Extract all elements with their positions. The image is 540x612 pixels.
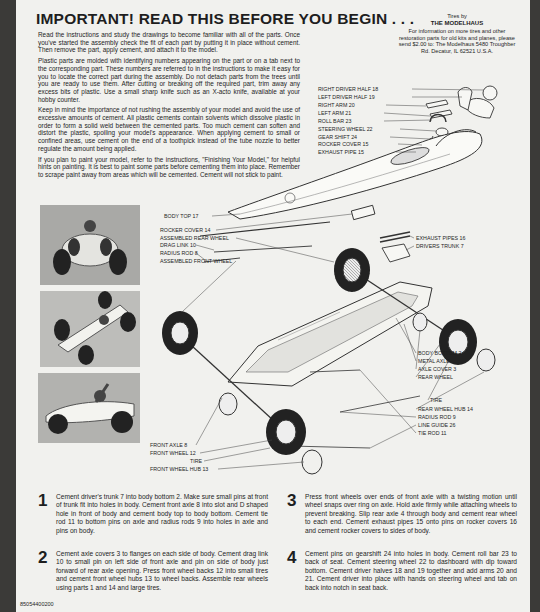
instruction-paragraph: If you plan to paint your model, refer t…	[38, 156, 300, 179]
part-callout: GEAR SHIFT 24	[318, 134, 357, 140]
part-callout: ASSEMBLED FRONT WHEEL	[160, 258, 232, 264]
step-text: Cement pins on gearshift 24 into holes i…	[305, 550, 517, 592]
part-callout: ASSEMBLED REAR WHEEL	[160, 235, 229, 241]
part-callout: ROCKER COVER 15	[318, 141, 368, 147]
step-number: 1	[38, 492, 47, 509]
instruction-paragraph: Read the instructions and study the draw…	[38, 31, 300, 54]
photo-top	[40, 291, 140, 367]
leader-lines	[182, 89, 484, 469]
photo-front	[40, 205, 140, 285]
part-callout: FRONT AXLE 8	[150, 442, 187, 448]
step-number: 2	[38, 549, 47, 566]
supplier-text: THE MODELHAUS	[398, 20, 516, 27]
part-callout: ROLL BAR 23	[318, 118, 351, 124]
instruction-paragraph: Keep in mind the importance of not rushi…	[38, 106, 300, 152]
part-callout: LEFT DRIVER HALF 19	[318, 94, 375, 100]
part-callout: BODY TOP 17	[164, 213, 198, 219]
part-callout: LEFT ARM 21	[318, 110, 351, 116]
step-text: Cement axle covers 3 to flanges on each …	[56, 550, 268, 592]
part-callout: TIRE	[190, 458, 202, 464]
part-callout: FRONT WHEEL 12	[150, 450, 196, 456]
part-callout: EXHAUST PIPE 15	[318, 149, 364, 155]
part-callout: BODY BOTTOM 2	[418, 350, 461, 356]
step-text: Press front wheels over ends of front ax…	[305, 493, 517, 535]
part-callout: DRAG LINK 10	[160, 242, 196, 248]
wheels	[162, 248, 495, 474]
part-callout: AXLE COVER 3	[418, 366, 456, 372]
step-number: 4	[287, 549, 296, 566]
part-callout: METAL AXLE	[418, 358, 450, 364]
supplier-note: Tires byTHE MODELHAUSFor information on …	[398, 13, 516, 55]
part-callout: RADIUS ROD 8	[160, 250, 198, 256]
part-callout: RIGHT ARM 20	[318, 102, 355, 108]
body-bottom	[228, 282, 432, 386]
part-callout: EXHAUST PIPES 16	[416, 235, 465, 241]
intro-column: Read the instructions and study the draw…	[38, 31, 300, 182]
part-callout: ROCKER COVER 14	[160, 227, 210, 233]
step-number: 3	[287, 492, 296, 509]
part-callout: TIRE	[430, 397, 442, 403]
part-callout: REAR WHEEL	[418, 374, 453, 380]
supplier-text: Tires by	[398, 13, 516, 20]
part-code: 85054400200	[20, 601, 54, 607]
small-parts	[200, 205, 410, 262]
part-callout: RIGHT DRIVER HALF 18	[318, 86, 378, 92]
part-callout: STEERING WHEEL 22	[318, 126, 373, 132]
axles	[180, 270, 458, 448]
part-callout: TIE ROD 11	[418, 430, 446, 436]
part-callout: FRONT WHEEL HUB 13	[150, 466, 208, 472]
instruction-paragraph: Plastic parts are molded with identifyin…	[38, 57, 300, 103]
part-callout: LINE GUIDE 26	[418, 422, 455, 428]
page-title: IMPORTANT! READ THIS BEFORE YOU BEGIN . …	[36, 10, 414, 28]
part-callout: RADIUS ROD 9	[418, 414, 456, 420]
photo-side	[38, 373, 140, 443]
part-callout: DRIVERS TRUNK 7	[416, 243, 464, 249]
supplier-text: For information on more tires and other …	[398, 28, 516, 54]
step-text: Cement driver's trunk 7 into body bottom…	[56, 493, 268, 535]
part-callout: REAR WHEEL HUB 14	[418, 406, 473, 412]
